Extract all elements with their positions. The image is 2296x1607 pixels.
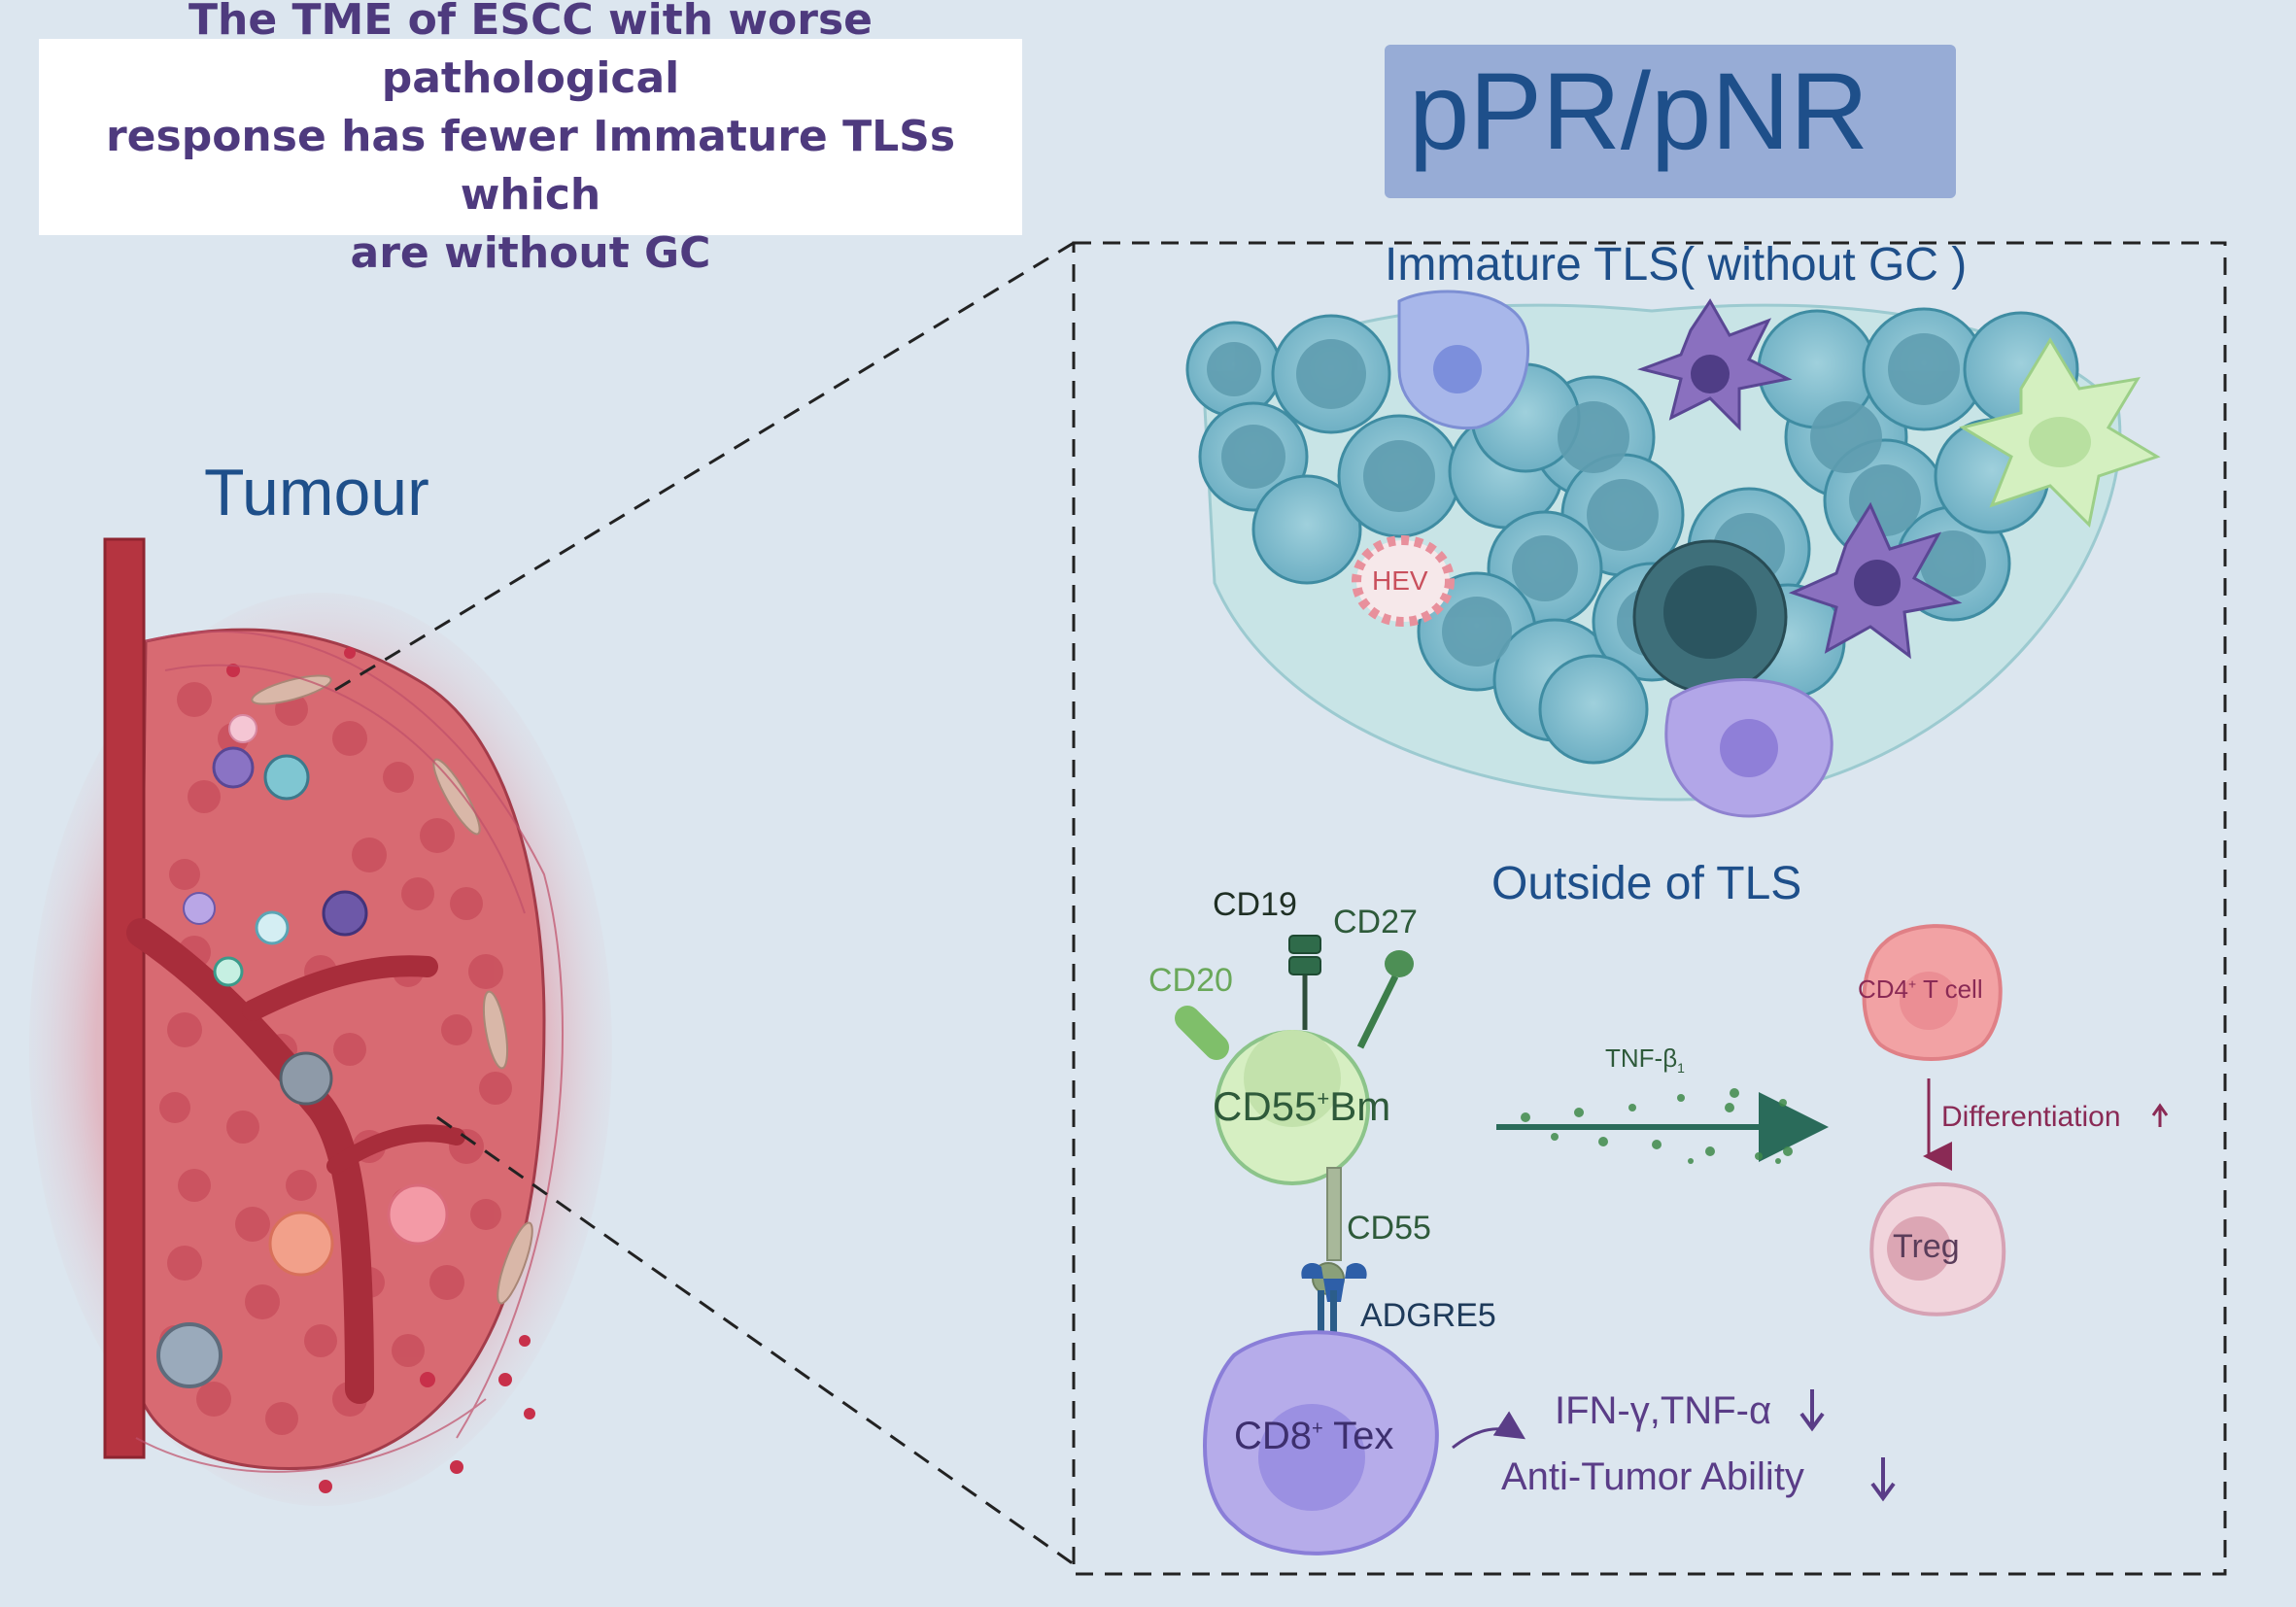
cd55-label: CD55 [1347, 1210, 1431, 1247]
zoom-line-bottom [436, 1115, 1075, 1566]
cd19-label: CD19 [1213, 886, 1297, 923]
tex-label: CD8+ Tex [1234, 1415, 1394, 1457]
cd20-label: CD20 [1148, 962, 1233, 999]
tls-cluster [1185, 290, 2161, 818]
outside-tls-label: Outside of TLS [1491, 858, 1802, 909]
hev-label: HEV [1372, 565, 1428, 596]
effect-anti-tumor: Anti-Tumor Ability [1501, 1455, 1804, 1498]
cd4-label: CD4+ T cell [1858, 974, 1983, 1004]
title-box: The TME of ESCC with worse pathological … [39, 0, 1022, 278]
cd27-label: CD27 [1333, 904, 1418, 940]
tumour-illustration [29, 537, 612, 1506]
response-badge: pPR/pNR [1385, 45, 1956, 198]
effect-cytokines: IFN-γ,TNF-α [1555, 1389, 1772, 1432]
badge-text: pPR/pNR [1409, 51, 1869, 172]
zoom-line-top [334, 241, 1075, 692]
treg-label: Treg [1893, 1228, 1960, 1265]
bm-cell [1175, 935, 1414, 1378]
tnf-label: TNF-β1 [1605, 1043, 1685, 1077]
figure-title: The TME of ESCC with worse pathological … [105, 0, 956, 278]
zoom-frame [1072, 241, 2227, 1576]
immature-tls-label: Immature TLS( without GC ) [1385, 239, 1968, 291]
hev-vessel [1352, 535, 1455, 627]
differentiation-label: Differentiation [1941, 1101, 2121, 1133]
adgre5-label: ADGRE5 [1360, 1297, 1496, 1334]
bm-label: CD55+Bm [1213, 1083, 1391, 1129]
tumour-label: Tumour [204, 456, 429, 530]
